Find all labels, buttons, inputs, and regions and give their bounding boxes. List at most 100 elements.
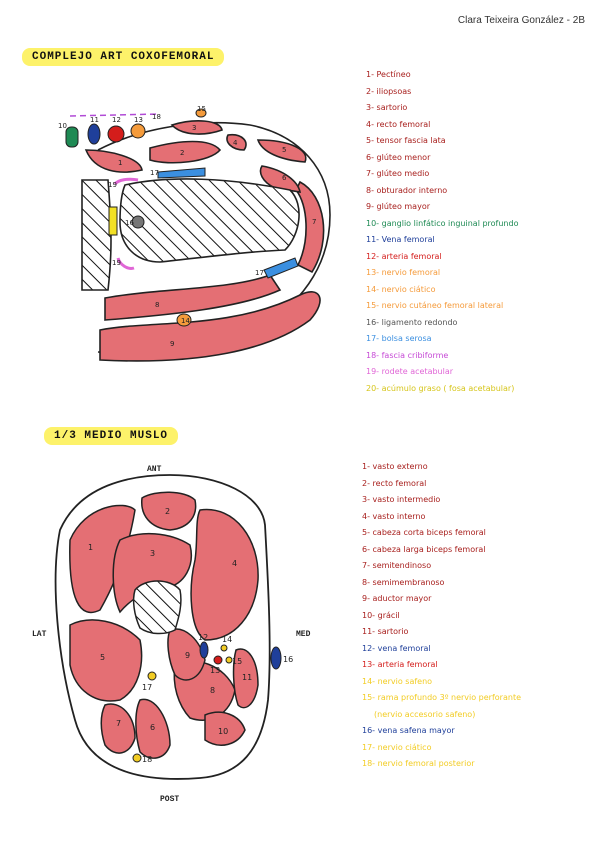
orientation-lat: LAT: [32, 630, 47, 639]
hip-label-9: 9: [170, 340, 174, 348]
legend-item: 11- Vena femoral: [366, 235, 435, 244]
thigh-label-8: 8: [210, 686, 215, 695]
fascia-18-cribiforme: [69, 113, 161, 117]
muscle-7-gluteo-medio: [295, 180, 325, 274]
hip-label-8: 8: [155, 301, 159, 309]
thigh-vein-16: [270, 646, 282, 670]
legend-item: 14- nervio ciático: [366, 284, 436, 294]
legend-item: 13- arteria femoral: [362, 660, 438, 669]
muscle-thigh-left: [81, 179, 112, 291]
muscle-1-pectineo: [84, 149, 143, 173]
thigh-label-6: 6: [150, 723, 155, 732]
hip-label-3: 3: [192, 124, 196, 132]
femur-bone: [132, 580, 182, 635]
legend-item: 12- arteria femoral: [366, 251, 442, 261]
hip-label-17b: 17: [255, 269, 264, 277]
nerve-15-cutaneo: [195, 108, 207, 118]
rodete-19-acetabular-b: [116, 257, 135, 270]
hip-label-11: 11: [90, 116, 99, 124]
thigh-label-18: 18: [142, 755, 152, 764]
author-name: Clara Teixeira González - 2B: [457, 15, 585, 26]
legend-item: (nervio accesorio safeno): [374, 709, 476, 719]
legend-item: 8- obturador interno: [366, 185, 448, 195]
legend-item: 7- glúteo medio: [366, 169, 430, 178]
orientation-post: POST: [160, 795, 180, 804]
node-10-ganglio: [65, 126, 79, 148]
section-title-coxofemoral: COMPLEJO ART COXOFEMORAL: [22, 48, 225, 66]
legend-item: 13- nervio femoral: [366, 268, 441, 277]
legend-item: 18- nervio femoral posterior: [362, 759, 475, 768]
legend-item: 3- vasto intermedio: [362, 495, 441, 504]
thigh-label-3: 3: [150, 549, 155, 558]
thigh-label-16: 16: [283, 655, 293, 664]
thigh-label-11: 11: [242, 673, 252, 682]
legend-item: 5- tensor fascia lata: [366, 136, 446, 145]
thigh-label-17: 17: [142, 683, 152, 692]
legend-item: 3- sartorio: [366, 103, 408, 112]
hip-label-16: 16: [125, 219, 134, 227]
thigh-label-15: 15: [232, 657, 242, 666]
thigh-muscle-10: [204, 711, 246, 746]
muscle-3-sartorio: [170, 120, 223, 135]
legend-item: 12- vena femoral: [362, 643, 431, 653]
legend-item: 14- nervio safeno: [362, 676, 433, 686]
legend-item: 5- cabeza corta biceps femoral: [362, 528, 486, 537]
thigh-cross-section-diagram: 1 2 3 4 5 6 7 8 9 10 11 12 13 14 15 16 1…: [54, 474, 293, 780]
legend-item: 8- semimembranoso: [362, 577, 445, 587]
hip-label-5: 5: [282, 146, 286, 154]
hip-label-10: 10: [58, 122, 67, 130]
femoral-head: [119, 178, 300, 263]
ligament-16-redondo: [131, 215, 145, 229]
thigh-muscle-11: [232, 648, 259, 709]
legend-item: 20- acúmulo graso ( fosa acetabular): [366, 383, 515, 393]
legend-item: 17- nervio ciático: [362, 742, 432, 752]
bursa-17-serosa-b: [263, 257, 299, 279]
legend-item: 4- vasto interno: [362, 511, 426, 521]
thigh-muscle-4: [190, 508, 259, 641]
legend-item: 19- rodete acetabular: [366, 367, 454, 376]
thigh-muscle-6: [135, 698, 171, 759]
thigh-nerve-15: [225, 656, 233, 664]
muscle-5-tensor: [256, 139, 307, 163]
hip-label-14: 14: [181, 317, 190, 325]
hip-label-6: 6: [282, 174, 287, 182]
hip-label-7: 7: [312, 218, 316, 226]
legend-item: 18- fascia cribiforme: [366, 350, 449, 360]
hip-label-13: 13: [134, 116, 143, 124]
thigh-label-5: 5: [100, 653, 105, 662]
hip-label-17: 17: [150, 169, 159, 177]
legend-item: 16- vena safena mayor: [362, 726, 455, 735]
thigh-label-2: 2: [165, 507, 170, 516]
hip-label-12: 12: [112, 116, 121, 124]
legend-item: 9- aductor mayor: [362, 594, 432, 603]
nerve-13-femoral: [130, 123, 146, 139]
nerve-14-ciatico: [176, 313, 192, 327]
legend-item: 2- iliopsoas: [366, 86, 412, 96]
bursa-17-serosa-a: [157, 167, 206, 179]
thigh-nerve-18: [132, 753, 142, 763]
legend-item: 17- bolsa serosa: [366, 334, 432, 343]
section-title-medio-muslo: 1/3 MEDIO MUSLO: [44, 427, 179, 445]
legend-item: 9- glúteo mayor: [366, 202, 430, 211]
legend-item: 1- vasto externo: [362, 462, 428, 471]
thigh-artery-13: [213, 655, 223, 665]
fat-20-acumulo: [108, 206, 118, 236]
thigh-label-4: 4: [232, 559, 237, 568]
legend-item: 15- nervio cutáneo femoral lateral: [366, 301, 504, 310]
thigh-nerve-17: [147, 671, 157, 681]
hip-label-15: 15: [197, 105, 206, 113]
thigh-muscle-5: [69, 619, 143, 702]
thigh-label-12: 12: [198, 633, 208, 642]
legend-item: 7- semitendinoso: [362, 561, 432, 570]
hip-label-4: 4: [233, 139, 238, 147]
thigh-label-7: 7: [116, 719, 121, 728]
thigh-label-14: 14: [222, 635, 232, 644]
hip-label-19: 19: [108, 181, 117, 189]
hip-label-2: 2: [180, 149, 184, 157]
legend-item: 15- rama profundo 3º nervio perforante: [362, 693, 521, 702]
legend-item: 16- ligamento redondo: [366, 317, 458, 327]
thigh-label-1: 1: [88, 543, 93, 552]
hip-label-1: 1: [118, 159, 122, 167]
